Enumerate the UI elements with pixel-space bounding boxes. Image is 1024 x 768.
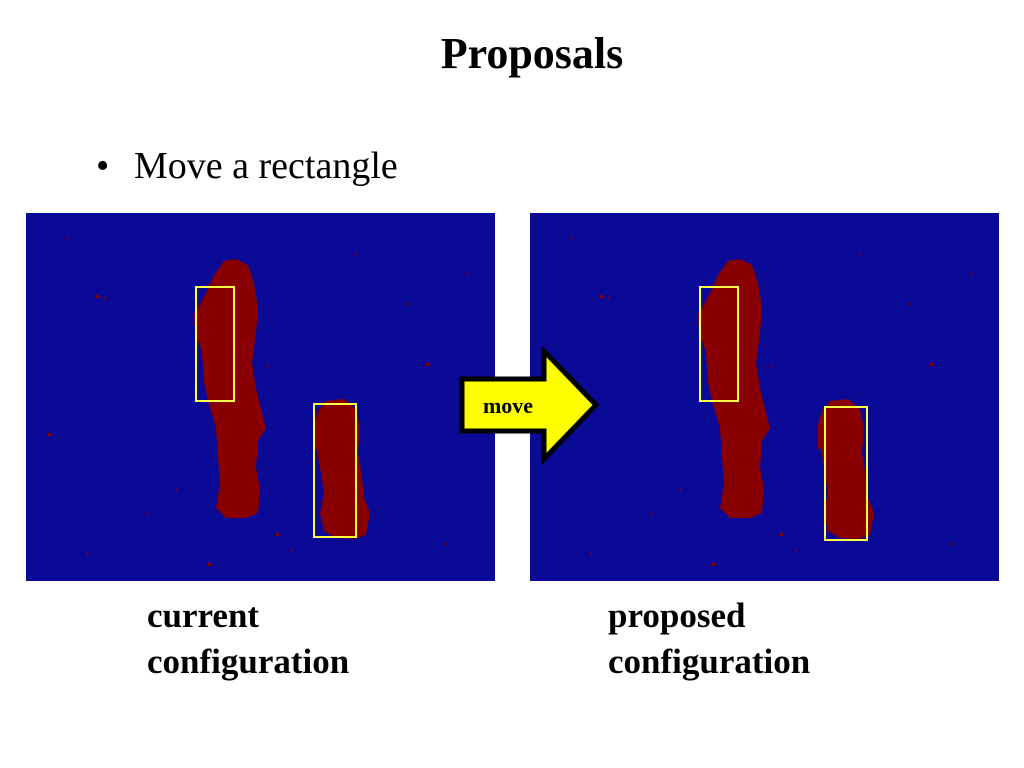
bullet-text: Move a rectangle xyxy=(134,145,398,187)
bullet-dot: • xyxy=(96,145,110,187)
move-label: move xyxy=(482,393,534,418)
caption-line: configuration xyxy=(608,642,811,681)
background-field xyxy=(530,213,999,581)
noise-specks xyxy=(48,237,468,566)
proposed-configuration-image xyxy=(530,213,999,581)
rectangle-left xyxy=(195,286,235,402)
person-blob-left xyxy=(194,259,266,518)
move-arrow: move xyxy=(458,344,600,466)
slide-title: Proposals xyxy=(440,29,624,78)
rectangle-right-moved xyxy=(824,406,868,541)
bullet-item: • Move a rectangle xyxy=(96,140,398,192)
caption-line: proposed xyxy=(608,596,746,635)
proposed-foreground-map xyxy=(530,213,999,581)
current-foreground-map xyxy=(26,213,495,581)
person-blob-left xyxy=(698,259,770,518)
proposed-configuration-caption: proposed configuration xyxy=(608,593,810,685)
background-field xyxy=(26,213,495,581)
arrow-right-icon xyxy=(459,344,600,466)
caption-line: configuration xyxy=(147,642,350,681)
current-configuration-caption: current configuration xyxy=(147,593,349,685)
current-configuration-image xyxy=(26,213,495,581)
caption-line: current xyxy=(147,596,260,635)
rectangle-right xyxy=(313,403,357,538)
rectangle-left xyxy=(699,286,739,402)
